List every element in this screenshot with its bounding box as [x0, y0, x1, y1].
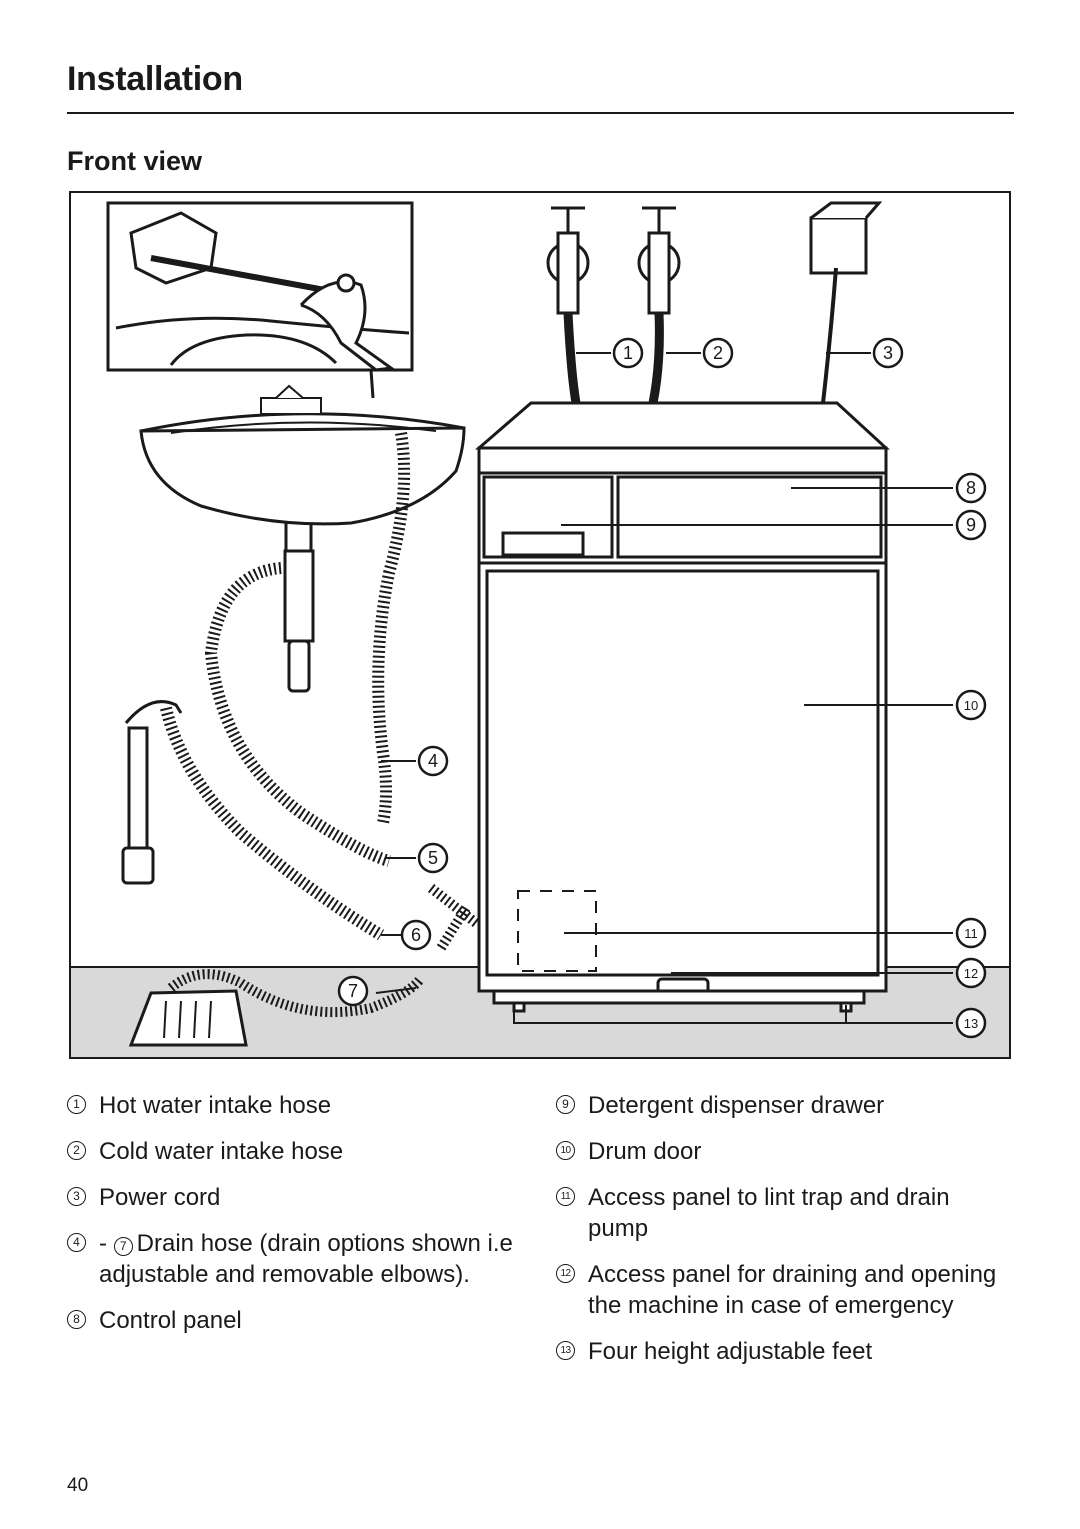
section-title: Front view [67, 146, 203, 176]
legend-number: 2 [67, 1141, 86, 1160]
callout-10: 10 [955, 689, 987, 721]
power-socket [809, 201, 883, 275]
page-number: 40 [67, 1475, 89, 1496]
legend-item-emergency-panel: 12 Access panel for draining and opening… [556, 1259, 1016, 1321]
legend-item-detergent-drawer: 9 Detergent dispenser drawer [556, 1090, 1016, 1121]
callout-2: 2 [702, 337, 734, 369]
legend-number: 12 [556, 1264, 575, 1283]
legend-number: 8 [67, 1310, 86, 1329]
front-view-illustration: 1 2 3 4 5 6 7 8 9 10 11 12 13 [69, 191, 1011, 1059]
legend-text: Access panel to lint trap and drain pump [588, 1184, 950, 1242]
legend-number: 13 [556, 1341, 575, 1360]
legend-number: 11 [556, 1187, 575, 1206]
legend-text: Drain hose (drain options shown i.e adju… [99, 1230, 513, 1288]
legend-item-drum-door: 10 Drum door [556, 1136, 1016, 1167]
legend-right-column: 9 Detergent dispenser drawer 10 Drum doo… [556, 1090, 1016, 1382]
front-view-drawing: 1 2 3 4 5 6 7 8 9 10 11 12 13 [71, 201, 1009, 1057]
legend-range-dash: - [99, 1230, 107, 1257]
callout-6: 6 [400, 919, 432, 951]
legend-text: Power cord [99, 1184, 221, 1211]
water-taps [546, 206, 681, 315]
callouts: 1 2 3 4 5 6 7 8 9 10 11 12 13 [337, 337, 987, 1039]
legend-text: Detergent dispenser drawer [588, 1092, 885, 1119]
svg-text:4: 4 [428, 751, 438, 771]
svg-text:9: 9 [966, 515, 976, 535]
svg-text:7: 7 [348, 981, 358, 1001]
svg-text:13: 13 [964, 1016, 978, 1031]
callout-1: 1 [612, 337, 644, 369]
legend-item-control-panel: 8 Control panel [67, 1305, 532, 1336]
callout-4: 4 [417, 745, 449, 777]
legend-number: 9 [556, 1095, 575, 1114]
leader-lines [375, 352, 953, 1024]
legend-text: Drum door [588, 1138, 702, 1165]
callout-5: 5 [417, 842, 449, 874]
legend-text: Access panel for draining and opening th… [588, 1261, 997, 1319]
svg-text:12: 12 [964, 966, 978, 981]
sink [139, 384, 466, 693]
svg-text:5: 5 [428, 848, 438, 868]
callout-11: 11 [955, 917, 987, 949]
page-title: Installation [67, 60, 243, 98]
legend-number: 4 [67, 1233, 86, 1252]
legend-item-cold-water-hose: 2 Cold water intake hose [67, 1136, 532, 1167]
washing-machine [474, 401, 890, 1013]
svg-text:11: 11 [964, 926, 978, 941]
svg-text:2: 2 [713, 343, 723, 363]
svg-text:1: 1 [623, 343, 633, 363]
legend-number-end: 7 [113, 1237, 133, 1256]
floor-drain [128, 969, 426, 1047]
drain-hoses [121, 432, 480, 951]
callout-12: 12 [955, 957, 987, 989]
svg-text:3: 3 [883, 343, 893, 363]
legend-item-lint-trap-panel: 11 Access panel to lint trap and drain p… [556, 1182, 1016, 1244]
legend-number: 3 [67, 1187, 86, 1206]
legend-text: Control panel [99, 1307, 242, 1334]
legend-text: Hot water intake hose [99, 1092, 332, 1119]
legend-item-hot-water-hose: 1 Hot water intake hose [67, 1090, 532, 1121]
legend-text: Four height adjustable feet [588, 1338, 873, 1365]
legend-number: 10 [556, 1141, 575, 1160]
legend-item-power-cord: 3 Power cord [67, 1182, 532, 1213]
callout-13: 13 [955, 1007, 987, 1039]
svg-text:8: 8 [966, 478, 976, 498]
title-divider [67, 112, 1014, 114]
faucet-detail-inset [106, 201, 414, 372]
legend-text: Cold water intake hose [99, 1138, 344, 1165]
callout-3: 3 [872, 337, 904, 369]
legend-item-adjustable-feet: 13 Four height adjustable feet [556, 1336, 1016, 1367]
svg-text:6: 6 [411, 925, 421, 945]
callout-7: 7 [337, 975, 369, 1007]
svg-text:10: 10 [964, 698, 978, 713]
callout-9: 9 [955, 509, 987, 541]
callout-8: 8 [955, 472, 987, 504]
legend-number: 1 [67, 1095, 86, 1114]
legend-left-column: 1 Hot water intake hose 2 Cold water int… [67, 1090, 532, 1351]
